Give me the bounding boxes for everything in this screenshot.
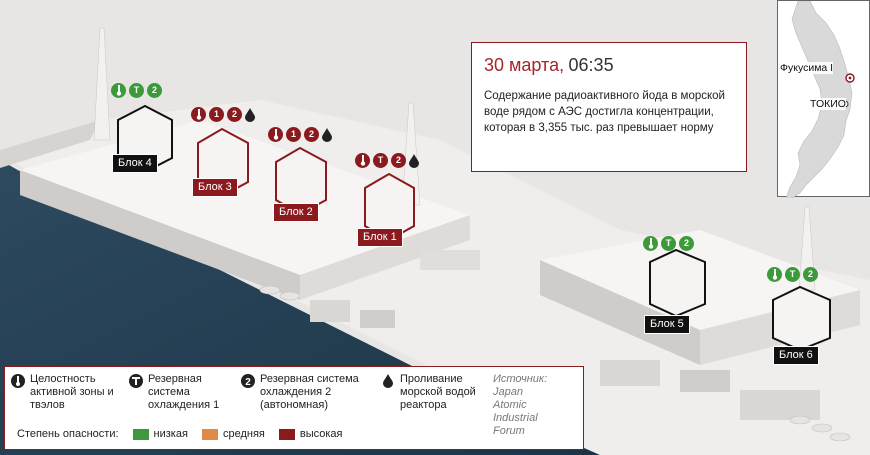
svg-text:2: 2	[245, 377, 251, 388]
severity-medium-swatch	[201, 428, 218, 440]
backup-cooling-1-icon: 1	[286, 127, 301, 142]
backup-cooling-1-icon: T	[785, 267, 800, 282]
block-4-status-icons: T 2	[111, 83, 162, 98]
block-3-label[interactable]: Блок 3	[192, 178, 238, 197]
core-integrity-icon	[767, 267, 782, 282]
backup-cooling-1-icon: 1	[209, 107, 224, 122]
inset-map: Фукусима I ТОКИО	[777, 0, 870, 199]
seawater-drop-icon	[409, 153, 419, 168]
block-3-status-icons: 1 2	[191, 107, 255, 122]
core-integrity-icon	[191, 107, 206, 122]
severity-scale: Степень опасности: низкая средняя высока…	[17, 428, 343, 440]
backup-cooling-2-icon: 2	[679, 236, 694, 251]
legend-spill: Проливание морской водой реактора	[381, 373, 493, 438]
backup-cooling-2-icon: 2	[803, 267, 818, 282]
backup-cooling-2-icon: 2	[241, 374, 255, 388]
backup-cooling-1-icon	[129, 374, 143, 388]
block-1-label[interactable]: Блок 1	[357, 228, 403, 247]
seawater-drop-icon	[381, 374, 395, 388]
legend: Целостность активной зоны и твэлов Резер…	[4, 366, 584, 450]
block-6-status-icons: T 2	[767, 267, 818, 282]
seawater-drop-icon	[245, 107, 255, 122]
info-time: 06:35	[568, 55, 614, 75]
core-integrity-icon	[355, 153, 370, 168]
reactor-block-6	[772, 285, 831, 352]
map-label-fukushima: Фукусима I	[780, 62, 834, 74]
legend-source: Источник: Japan Atomic Industrial Forum	[493, 373, 548, 437]
block-6-label[interactable]: Блок 6	[773, 346, 819, 365]
backup-cooling-2-icon: 2	[147, 83, 162, 98]
legend-backup1: Резервная система охлаждения 1	[129, 373, 241, 438]
backup-cooling-2-icon: 2	[227, 107, 242, 122]
seawater-drop-icon	[322, 127, 332, 142]
info-box: 30 марта, 06:35 Содержание радиоактивног…	[471, 42, 747, 172]
block-2-status-icons: 1 2	[268, 127, 332, 142]
reactor-block-2	[275, 146, 327, 216]
block-5-status-icons: T 2	[643, 236, 694, 251]
block-5-label[interactable]: Блок 5	[644, 315, 690, 334]
backup-cooling-1-icon: T	[373, 153, 388, 168]
info-date: 30 марта,	[484, 55, 565, 75]
severity-low-swatch	[132, 428, 149, 440]
legend-core: Целостность активной зоны и твэлов	[11, 373, 129, 438]
backup-cooling-2-icon: 2	[304, 127, 319, 142]
core-integrity-icon	[268, 127, 283, 142]
severity-high-swatch	[278, 428, 295, 440]
reactor-block-1	[364, 172, 415, 242]
core-integrity-icon	[111, 83, 126, 98]
backup-cooling-1-icon: T	[129, 83, 144, 98]
stack-left	[93, 27, 111, 141]
map-label-tokyo: ТОКИО	[810, 98, 846, 110]
reactor-block-5	[649, 248, 706, 318]
backup-cooling-1-icon: T	[661, 236, 676, 251]
backup-cooling-2-icon: 2	[391, 153, 406, 168]
core-integrity-icon	[11, 374, 25, 388]
legend-icons-row: Целостность активной зоны и твэлов Резер…	[11, 373, 577, 438]
legend-backup2: 2 Резервная система охлаждения 2 (автоно…	[241, 373, 381, 438]
block-4-label[interactable]: Блок 4	[112, 154, 158, 173]
stack-middle	[401, 102, 421, 206]
info-datetime: 30 марта, 06:35	[484, 55, 734, 76]
core-integrity-icon	[643, 236, 658, 251]
info-text: Содержание радиоактивного йода в морской…	[484, 90, 725, 134]
block-1-status-icons: T 2	[355, 153, 419, 168]
block-2-label[interactable]: Блок 2	[273, 203, 319, 222]
